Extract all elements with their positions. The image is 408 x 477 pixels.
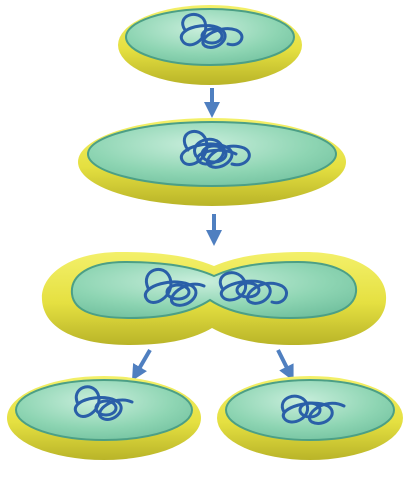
cell-stage-3 (42, 252, 386, 345)
cell-stage-1 (118, 5, 302, 85)
cytoplasm (226, 380, 394, 440)
arrow-down-right-icon (278, 350, 290, 374)
cytoplasm (126, 9, 294, 65)
cytoplasm (16, 380, 192, 440)
cell-stage-4-right (217, 376, 403, 460)
cell-stage-4-left (7, 376, 201, 460)
cell-stage-2 (78, 118, 346, 206)
arrow-down-left-icon (136, 350, 150, 374)
